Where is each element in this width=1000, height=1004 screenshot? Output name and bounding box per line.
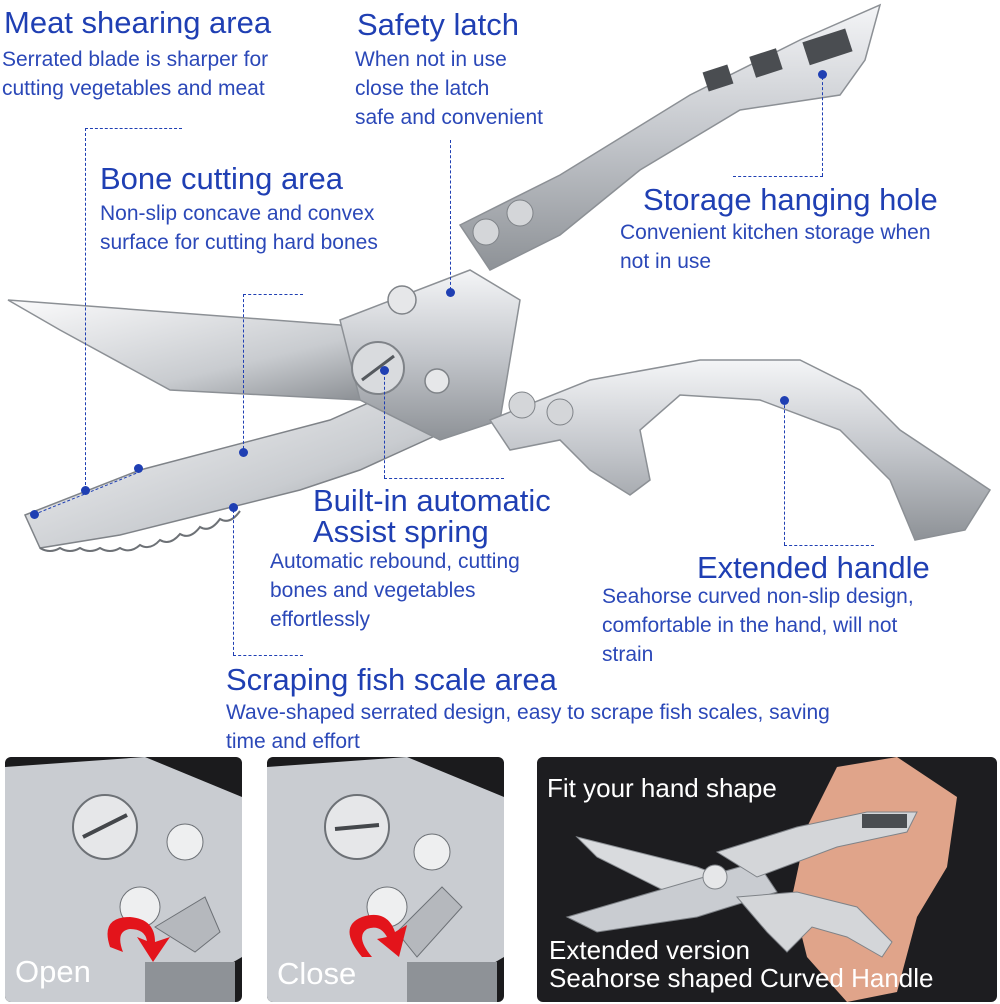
open-detail-photo bbox=[5, 757, 242, 1002]
latch-knob bbox=[387, 285, 417, 315]
meat-shearing-desc-1: Serrated blade is sharper for bbox=[2, 48, 269, 71]
hanging-hole-2 bbox=[749, 48, 783, 78]
close-detail-panel: Close bbox=[267, 757, 504, 1002]
handle-pin bbox=[780, 396, 789, 405]
safety-latch-desc-3: safe and convenient bbox=[355, 106, 543, 129]
latch-pin bbox=[446, 288, 455, 297]
bone-cutting-desc-2: surface for cutting hard bones bbox=[100, 231, 378, 254]
fish-scale-desc-1: Wave-shaped serrated design, easy to scr… bbox=[226, 701, 830, 724]
meat-shearing-title: Meat shearing area bbox=[4, 5, 272, 40]
extended-version-text: Extended version bbox=[549, 935, 750, 965]
hanging-hole-pin bbox=[818, 70, 827, 79]
extended-handle-desc-2: comfortable in the hand, will not bbox=[602, 614, 898, 637]
storage-hole-title: Storage hanging hole bbox=[643, 182, 938, 217]
lower-serrated-blade bbox=[23, 379, 472, 549]
spring-pin-marker bbox=[380, 366, 389, 375]
open-arrow-icon bbox=[107, 917, 170, 962]
assist-spring-desc-1: Automatic rebound, cutting bbox=[270, 550, 520, 573]
fish-scale-pin bbox=[229, 503, 238, 512]
fit-hand-text: Fit your hand shape bbox=[547, 773, 777, 803]
bone-cutting-title: Bone cutting area bbox=[100, 161, 344, 196]
safety-latch-desc-2: close the latch bbox=[355, 77, 490, 100]
safety-latch-desc-1: When not in use bbox=[355, 48, 507, 71]
meat-area-pin bbox=[81, 486, 90, 495]
storage-hole-desc-1: Convenient kitchen storage when bbox=[620, 221, 931, 244]
assist-spring-title-1: Built-in automatic bbox=[313, 483, 551, 518]
open-detail-panel: Open bbox=[5, 757, 242, 1002]
meat-shearing-desc-2: cutting vegetables and meat bbox=[2, 77, 265, 100]
spring-pin bbox=[424, 368, 450, 394]
kitchen-scissors-illustration bbox=[7, 3, 992, 552]
assist-spring-title-2: Assist spring bbox=[313, 514, 489, 549]
open-label: Open bbox=[15, 954, 91, 989]
fish-scale-title: Scraping fish scale area bbox=[226, 662, 557, 697]
seahorse-handle-text: Seahorse shaped Curved Handle bbox=[549, 963, 934, 993]
extended-handle-desc-3: strain bbox=[602, 643, 654, 666]
extended-handle-title: Extended handle bbox=[697, 550, 930, 585]
lower-seahorse-handle bbox=[488, 359, 992, 541]
close-arrow-icon bbox=[349, 914, 407, 957]
storage-hole-desc-2: not in use bbox=[620, 250, 712, 273]
hanging-hole-1 bbox=[702, 64, 734, 92]
close-detail-photo bbox=[267, 757, 504, 1002]
safety-latch-title: Safety latch bbox=[357, 7, 519, 42]
bone-cutting-desc-1: Non-slip concave and convex bbox=[100, 202, 375, 225]
hanging-hole-3 bbox=[802, 28, 853, 66]
close-label: Close bbox=[277, 956, 357, 991]
assist-spring-desc-3: effortlessly bbox=[270, 608, 370, 631]
hand-holding-scissors-photo bbox=[565, 757, 957, 1002]
fish-scale-desc-2: time and effort bbox=[226, 730, 360, 753]
bone-area-pin bbox=[239, 448, 248, 457]
extended-handle-desc-1: Seahorse curved non-slip design, bbox=[602, 585, 914, 608]
hand-fit-panel: Fit your hand shape Extended version Sea… bbox=[537, 757, 997, 1002]
serration-edge bbox=[39, 510, 241, 552]
assist-spring-desc-2: bones and vegetables bbox=[270, 579, 476, 602]
